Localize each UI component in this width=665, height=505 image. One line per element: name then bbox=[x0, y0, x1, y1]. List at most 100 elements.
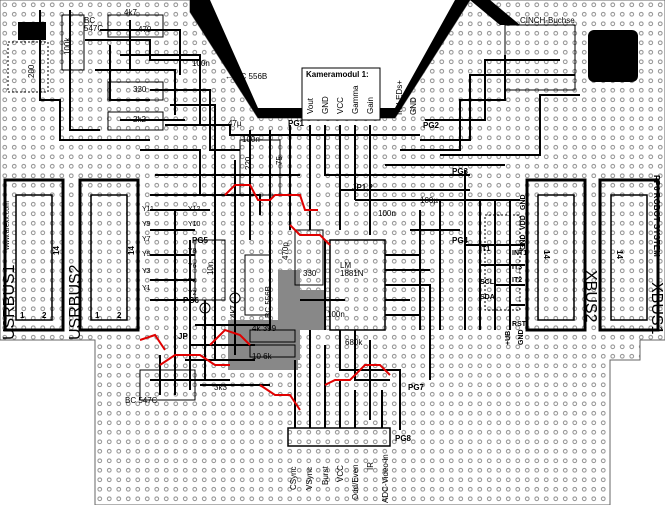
y-label: Y10 bbox=[188, 221, 201, 228]
bottom-pin-adc: ADC-Video-in bbox=[381, 454, 390, 503]
xbus-signal: GND bbox=[518, 329, 525, 345]
xbus1-14: 14 bbox=[615, 250, 624, 259]
usrbus1-header bbox=[3, 178, 65, 332]
xbus1-header bbox=[598, 178, 660, 332]
switch-top-left bbox=[18, 22, 46, 40]
label-680k: 680k bbox=[345, 338, 363, 347]
label-bc556b-vert: BC 556B bbox=[264, 285, 273, 318]
label-330: 330 bbox=[133, 85, 147, 94]
label-220: 220 bbox=[244, 156, 253, 170]
xbus-signal2: IT3 bbox=[512, 264, 523, 271]
label-website: www.arexx.com bbox=[4, 200, 11, 250]
label-330-low: 330 bbox=[303, 269, 317, 278]
bottom-pin-vcc: VCC bbox=[336, 465, 345, 482]
label-usrbus1: USRBUS1 bbox=[1, 264, 18, 340]
label-pg7: PG7 bbox=[408, 383, 425, 392]
usrbus1-pin2: 2 bbox=[42, 311, 47, 320]
label-lm1881n: LM 1881N bbox=[340, 261, 364, 278]
xbus-signal: +UB bbox=[505, 330, 512, 345]
xbus-signal: SDA bbox=[480, 294, 495, 301]
bottom-pin-burst: Burst bbox=[321, 466, 330, 485]
xbus-signal2: RST bbox=[512, 321, 526, 328]
kamera-pin-gnd: GND bbox=[321, 96, 330, 114]
label-47u: 47µ bbox=[228, 119, 242, 128]
cinch-socket bbox=[588, 30, 638, 82]
y-label: Y3 bbox=[142, 268, 151, 275]
label-pg6: PG6 bbox=[183, 296, 200, 305]
xbus-signal: SCL bbox=[480, 279, 494, 286]
label-bc547c-top: BC 547C bbox=[84, 16, 104, 33]
usrbus1-pin1: 1 bbox=[20, 311, 25, 320]
xbus-signal: GND bbox=[520, 234, 527, 250]
label-100u: 100µ bbox=[420, 196, 438, 205]
xbus-signal: IT1 bbox=[480, 246, 491, 253]
label-pg1: PG1 bbox=[288, 119, 305, 128]
red-traces bbox=[139, 184, 391, 411]
label-pg8: PG8 bbox=[395, 434, 412, 443]
label-100n-top: 100n bbox=[192, 59, 210, 68]
bottom-pin-oddeven: Odd/Even bbox=[351, 464, 360, 500]
label-470p: 470p bbox=[281, 242, 290, 260]
usrbus2-pin1: 1 bbox=[95, 311, 100, 320]
label-470: 470 bbox=[138, 25, 152, 34]
label-rp6: RP6 ROBOT SYSTEM bbox=[652, 175, 661, 257]
y-label: Y7 bbox=[142, 236, 151, 243]
label-100n-ic: 100n bbox=[327, 310, 345, 319]
label-pg2: PG2 bbox=[423, 121, 440, 130]
label-4k7-top: 4k7 bbox=[124, 8, 137, 17]
bottom-pin-ir: IR bbox=[366, 462, 375, 470]
y-label: Y1 bbox=[142, 285, 151, 292]
label-ir-leds: IR-LEDs+ bbox=[395, 80, 404, 115]
label-xbus1: XBUS1 bbox=[648, 282, 665, 335]
xbus-signal: VDD bbox=[520, 215, 527, 230]
xbus2-header bbox=[525, 178, 587, 332]
kamera-title: Kameramodul 1: bbox=[306, 70, 369, 79]
usrbus2-14: 14 bbox=[127, 246, 136, 255]
y-label: Y2 bbox=[188, 290, 197, 297]
y-label: Y9 bbox=[142, 221, 151, 228]
label-4k-399: 4k 399 bbox=[252, 324, 277, 333]
usrbus1-14: 14 bbox=[52, 246, 61, 255]
y-label: Y4 bbox=[188, 278, 197, 285]
usrbus2-header bbox=[78, 178, 140, 332]
kamera-connector bbox=[301, 67, 381, 121]
board-corner-right bbox=[470, 0, 520, 25]
y-label: Y5 bbox=[142, 251, 151, 258]
wire-traces bbox=[39, 10, 580, 430]
label-pg3: PG3 bbox=[452, 167, 469, 176]
kamera-pin-gamma: Gamma bbox=[351, 85, 360, 114]
y-label: Y12 bbox=[188, 206, 201, 213]
label-usrbus2: USRBUS2 bbox=[67, 264, 84, 340]
label-ir-gnd: GND bbox=[409, 97, 418, 115]
label-jp: JP bbox=[178, 332, 188, 341]
label-cinch: CINCH-Buchse bbox=[520, 16, 575, 25]
label-xbus2: XBUS2 bbox=[582, 270, 599, 323]
kamera-pin-vout: Vout bbox=[306, 97, 315, 114]
label-75: 75 bbox=[275, 156, 284, 165]
label-pg5: PG5 bbox=[192, 236, 209, 245]
xbus2-14: 14 bbox=[542, 250, 551, 259]
label-10-6k: 10 6k bbox=[252, 352, 272, 361]
label-100k: 100k bbox=[63, 37, 72, 55]
bottom-pin-csync: CSync bbox=[289, 466, 298, 490]
xbus-signal2: INT1 bbox=[512, 250, 528, 257]
label-bc556b-arrow: ← BC 556B bbox=[225, 72, 268, 81]
label-200: 200 bbox=[27, 64, 36, 78]
label-jp1-2: JP1,2 bbox=[352, 183, 373, 192]
label-100n-mid: 100n bbox=[242, 135, 260, 144]
label-4k7-mid: 4k7 bbox=[229, 305, 238, 318]
label-10n: 10n bbox=[206, 261, 215, 275]
label-pg4: PG4 bbox=[452, 236, 469, 245]
y-label: Y8 bbox=[188, 248, 197, 255]
y-label: Y6 bbox=[188, 263, 197, 270]
xbus-signal2: IT2 bbox=[512, 277, 523, 284]
label-bc547c-low: BC 547C bbox=[125, 396, 158, 405]
label-2k2: 2k2 bbox=[133, 115, 146, 124]
bottom-pin-vsync: VSync bbox=[305, 466, 314, 490]
y-label: Y11 bbox=[142, 206, 154, 213]
kamera-pin-gain: Gain bbox=[366, 97, 375, 114]
usrbus2-pin2: 2 bbox=[117, 311, 122, 320]
label-3k3: 3k3 bbox=[214, 383, 227, 392]
kamera-pin-vcc: VCC bbox=[336, 97, 345, 114]
